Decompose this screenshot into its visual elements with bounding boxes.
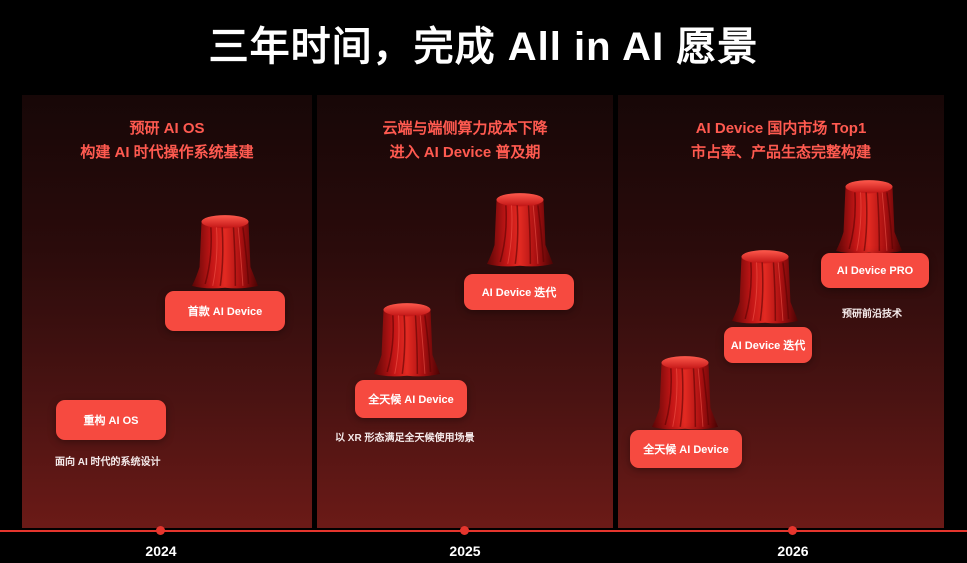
column-heading-line2: 市占率、产品生态完整构建 [690, 144, 871, 161]
draped-pedestal-icon [487, 188, 553, 268]
milestone-all-day-ai-device[interactable]: 全天候 AI Device [355, 380, 467, 418]
milestone-caption: 预研前沿技术 [842, 309, 902, 320]
timeline-axis [0, 530, 967, 532]
milestone-caption: 以 XR 形态满足全天候使用场景 [335, 433, 475, 444]
column-heading-line1: AI Device 国内市场 Top1 [695, 120, 867, 137]
milestone-all-day-ai-device[interactable]: 全天候 AI Device [630, 430, 742, 468]
draped-pedestal-icon [652, 351, 718, 431]
milestone-ai-device-iteration[interactable]: AI Device 迭代 [464, 274, 574, 310]
timeline-marker [460, 526, 469, 535]
column-heading-line1: 云端与端侧算力成本下降 [382, 120, 548, 137]
milestone-caption: 面向 AI 时代的系统设计 [55, 457, 161, 468]
milestone-rebuild-ai-os[interactable]: 重构 AI OS [56, 400, 166, 440]
column-2026: AI Device 国内市场 Top1 市占率、产品生态完整构建 AI Devi… [618, 95, 944, 528]
draped-pedestal-icon [192, 210, 258, 290]
column-2025: 云端与端侧算力成本下降 进入 AI Device 普及期 AI Device 迭… [317, 95, 613, 528]
draped-pedestal-icon [732, 245, 798, 325]
draped-pedestal-icon [836, 175, 902, 255]
year-label: 2026 [777, 543, 809, 559]
timeline-marker [788, 526, 797, 535]
page-title: 三年时间，完成 All in AI 愿景 [208, 25, 759, 69]
column-heading-line2: 构建 AI 时代操作系统基建 [80, 144, 254, 161]
year-label: 2024 [145, 543, 177, 559]
year-label: 2025 [449, 543, 481, 559]
milestone-first-ai-device[interactable]: 首款 AI Device [165, 291, 285, 331]
draped-pedestal-icon [374, 298, 440, 378]
column-heading-line2: 进入 AI Device 普及期 [389, 144, 541, 161]
milestone-ai-device-pro[interactable]: AI Device PRO [821, 253, 929, 288]
column-2024: 预研 AI OS 构建 AI 时代操作系统基建 首款 AI Device 重构 … [22, 95, 312, 528]
timeline-marker [156, 526, 165, 535]
milestone-ai-device-iteration[interactable]: AI Device 迭代 [724, 327, 812, 363]
column-heading-line1: 预研 AI OS [129, 120, 205, 137]
